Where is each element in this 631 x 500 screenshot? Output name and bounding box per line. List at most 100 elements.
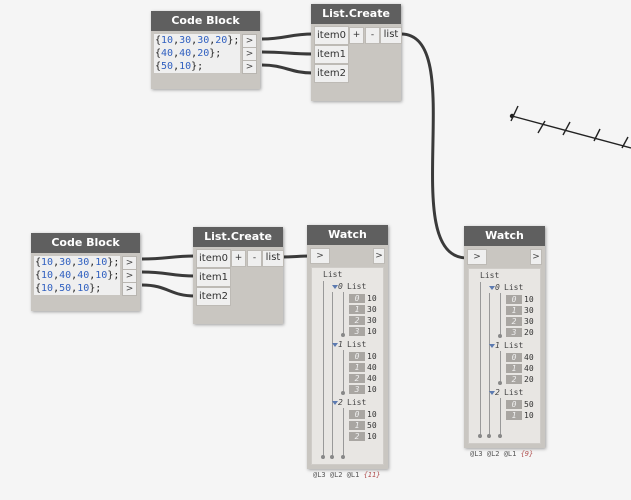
item-index: 2: [349, 316, 365, 325]
item-count: {9}: [520, 450, 534, 458]
node-title: Watch: [307, 225, 388, 245]
item-index: 0: [506, 400, 522, 409]
tree-dot: [498, 434, 502, 438]
tree-line: [323, 281, 324, 459]
item-index: 0: [349, 294, 365, 303]
input-port[interactable]: >: [467, 249, 487, 265]
group-index: 0: [495, 283, 500, 292]
code-line: {10,30,30,10};: [35, 257, 120, 268]
code-editor[interactable]: {10,30,30,10}; {10,40,40,10}; {10,50,10}…: [34, 256, 120, 295]
code-line: {40,40,20};: [155, 48, 222, 59]
add-input-button[interactable]: +: [349, 27, 364, 44]
output-port[interactable]: >: [242, 34, 257, 48]
item-index: 0: [349, 352, 365, 361]
node-title: Code Block: [151, 11, 260, 31]
code-editor[interactable]: {10,30,30,20}; {40,40,20}; {50,10};: [154, 34, 240, 73]
tree-line: [343, 350, 344, 394]
input-port-item2[interactable]: item2: [196, 287, 231, 306]
output-port[interactable]: >: [122, 282, 137, 296]
item-value: 10: [367, 385, 377, 394]
item-index: 0: [506, 353, 522, 362]
item-value: 10: [524, 295, 534, 304]
item-value: 40: [524, 364, 534, 373]
item-index: 1: [506, 411, 522, 420]
tree-line: [332, 292, 333, 459]
remove-input-button[interactable]: -: [365, 27, 380, 44]
item-value: 20: [524, 375, 534, 384]
item-value: 30: [524, 306, 534, 315]
tree-dot: [498, 334, 502, 338]
tree-dot: [341, 391, 345, 395]
watch-root-label: List: [323, 270, 343, 279]
code-line: {50,10};: [155, 61, 204, 72]
tree-line: [500, 398, 501, 438]
group-label: List: [504, 283, 524, 292]
tree-dot: [341, 333, 345, 337]
item-value: 10: [367, 432, 377, 441]
add-input-button[interactable]: +: [231, 250, 246, 267]
group-index: 1: [338, 340, 343, 349]
item-index: 3: [349, 327, 365, 336]
watch-footer: @L3 @L2 @L1 {9}: [470, 450, 533, 458]
group-label: List: [347, 340, 367, 349]
item-index: 1: [506, 364, 522, 373]
tree-line: [489, 293, 490, 438]
node-title: List.Create: [311, 4, 401, 24]
code-block-node-1[interactable]: Code Block {10,30,30,20}; {40,40,20}; {5…: [151, 11, 260, 89]
output-port[interactable]: >: [373, 248, 385, 264]
expand-triangle-icon[interactable]: [489, 286, 495, 290]
input-port[interactable]: >: [310, 248, 330, 264]
group-label: List: [347, 398, 367, 407]
expand-triangle-icon[interactable]: [489, 344, 495, 348]
group-index: 1: [495, 341, 500, 350]
tree-dot: [478, 434, 482, 438]
item-value: 10: [367, 294, 377, 303]
item-value: 50: [524, 400, 534, 409]
item-index: 2: [349, 432, 365, 441]
group-index: 2: [338, 398, 343, 407]
item-value: 40: [367, 374, 377, 383]
expand-triangle-icon[interactable]: [332, 285, 338, 289]
group-index: 0: [338, 282, 343, 291]
tree-dot: [321, 455, 325, 459]
remove-input-button[interactable]: -: [247, 250, 262, 267]
item-index: 2: [349, 374, 365, 383]
input-port-item0[interactable]: item0: [196, 249, 231, 268]
item-value: 30: [367, 305, 377, 314]
item-value: 20: [524, 328, 534, 337]
expand-triangle-icon[interactable]: [332, 401, 338, 405]
tree-dot: [487, 434, 491, 438]
input-port-item0[interactable]: item0: [314, 26, 349, 45]
input-port-item1[interactable]: item1: [314, 45, 349, 64]
output-port-list[interactable]: list: [262, 250, 284, 267]
tree-line: [500, 293, 501, 337]
item-value: 50: [367, 421, 377, 430]
input-port-item1[interactable]: item1: [196, 268, 231, 287]
item-value: 40: [524, 353, 534, 362]
output-port[interactable]: >: [242, 60, 257, 74]
item-index: 1: [349, 421, 365, 430]
expand-triangle-icon[interactable]: [332, 343, 338, 347]
output-port-list[interactable]: list: [380, 27, 402, 44]
group-index: 2: [495, 388, 500, 397]
output-port[interactable]: >: [530, 249, 542, 265]
group-label: List: [347, 282, 367, 291]
item-value: 30: [524, 317, 534, 326]
group-label: List: [504, 341, 524, 350]
code-line: {10,30,30,20};: [155, 35, 240, 46]
code-line: {10,50,10};: [35, 283, 102, 294]
output-port[interactable]: >: [122, 269, 137, 283]
list-create-node-2[interactable]: List.Create item0 + - list item1 item2: [193, 227, 284, 324]
code-block-node-2[interactable]: Code Block {10,30,30,10}; {10,40,40,10};…: [31, 233, 140, 311]
list-create-node-1[interactable]: List.Create item0 + - list item1 item2: [311, 4, 402, 101]
output-port[interactable]: >: [242, 47, 257, 61]
tree-dot: [341, 455, 345, 459]
output-port[interactable]: >: [122, 256, 137, 270]
item-index: 1: [349, 363, 365, 372]
expand-triangle-icon[interactable]: [489, 391, 495, 395]
input-port-item2[interactable]: item2: [314, 64, 349, 83]
tree-dot: [498, 381, 502, 385]
item-index: 1: [349, 305, 365, 314]
